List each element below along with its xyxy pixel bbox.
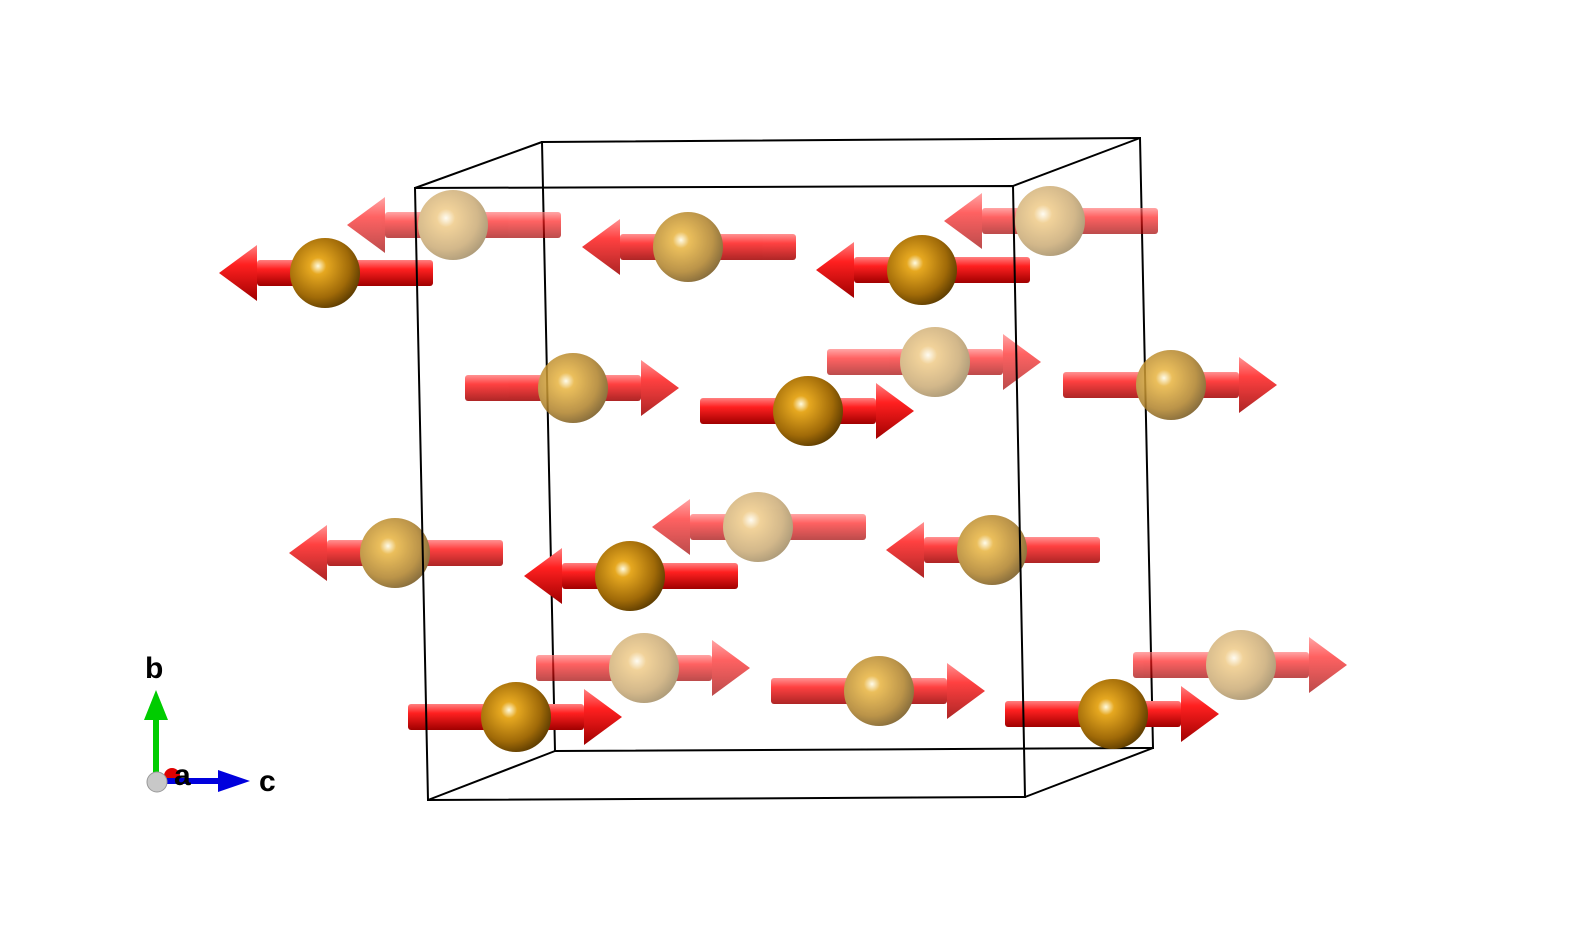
atom-sphere <box>844 656 914 726</box>
fe-atom-with-spin[interactable] <box>347 190 561 260</box>
spin-arrow-left-icon <box>944 193 982 249</box>
atom-sphere <box>1206 630 1276 700</box>
spin-arrow-left-icon <box>582 219 620 275</box>
axis-c-label: c <box>259 765 276 798</box>
atom-sphere <box>773 376 843 446</box>
fe-atom-with-spin[interactable] <box>827 327 1041 397</box>
spin-arrow-right-icon <box>1181 686 1219 742</box>
cell-front-face <box>413 184 1027 802</box>
spin-arrow-left-icon <box>652 499 690 555</box>
axis-a-label: a <box>174 759 191 792</box>
fe-atom-with-spin[interactable] <box>771 656 985 726</box>
axis-b-label: b <box>145 652 163 685</box>
fe-atom-with-spin[interactable] <box>536 633 750 703</box>
axis-indicator: b a c <box>144 652 276 798</box>
atom-sphere <box>1015 186 1085 256</box>
fe-atom-with-spin[interactable] <box>1005 679 1219 749</box>
axis-c-arrowhead <box>218 770 250 792</box>
atom-sphere <box>1078 679 1148 749</box>
atom-sphere <box>609 633 679 703</box>
atom-sphere <box>887 235 957 305</box>
atom-sphere <box>418 190 488 260</box>
spin-arrow-right-icon <box>876 383 914 439</box>
atom-sphere <box>538 353 608 423</box>
atom-sphere <box>481 682 551 752</box>
atom-sphere <box>595 541 665 611</box>
fe-atom-with-spin[interactable] <box>816 235 1030 305</box>
cell-edge <box>1012 137 1141 187</box>
atom-sphere <box>290 238 360 308</box>
cell-edge <box>1024 747 1154 798</box>
axis-origin <box>146 771 168 793</box>
fe-atom-with-spin[interactable] <box>652 492 866 562</box>
spin-arrow-right-icon <box>712 640 750 696</box>
spin-arrow-left-icon <box>347 197 385 253</box>
spin-arrow-right-icon <box>584 689 622 745</box>
fe-atom-with-spin[interactable] <box>886 515 1100 585</box>
fe-atom-with-spin[interactable] <box>524 541 738 611</box>
spin-arrow-left-icon <box>289 525 327 581</box>
atoms-layer <box>219 186 1347 752</box>
spin-arrow-right-icon <box>947 663 985 719</box>
atom-sphere <box>360 518 430 588</box>
fe-atom-with-spin[interactable] <box>1063 350 1277 420</box>
axis-b-arrowhead <box>144 690 168 720</box>
atom-sphere <box>723 492 793 562</box>
cell-edge <box>427 750 556 801</box>
atom-sphere <box>957 515 1027 585</box>
spin-arrow-left-icon <box>886 522 924 578</box>
spin-arrow-right-icon <box>1239 357 1277 413</box>
unit-cell-box <box>414 136 1155 801</box>
atom-sphere <box>900 327 970 397</box>
spin-arrow-right-icon <box>641 360 679 416</box>
spin-arrow-left-icon <box>219 245 257 301</box>
spin-arrow-left-icon <box>816 242 854 298</box>
fe-atom-with-spin[interactable] <box>465 353 679 423</box>
atom-sphere <box>1136 350 1206 420</box>
fe-atom-with-spin[interactable] <box>219 238 433 308</box>
fe-atom-with-spin[interactable] <box>944 186 1158 256</box>
spin-arrow-left-icon <box>524 548 562 604</box>
fe-atom-with-spin[interactable] <box>289 518 503 588</box>
fe-atom-with-spin[interactable] <box>1133 630 1347 700</box>
cell-edge <box>414 141 543 189</box>
spin-arrow-right-icon <box>1309 637 1347 693</box>
fe-atom-with-spin[interactable] <box>700 376 914 446</box>
fe-atom-with-spin[interactable] <box>582 212 796 282</box>
atom-sphere <box>653 212 723 282</box>
spin-arrow-right-icon <box>1003 334 1041 390</box>
fe-atom-with-spin[interactable] <box>408 682 622 752</box>
